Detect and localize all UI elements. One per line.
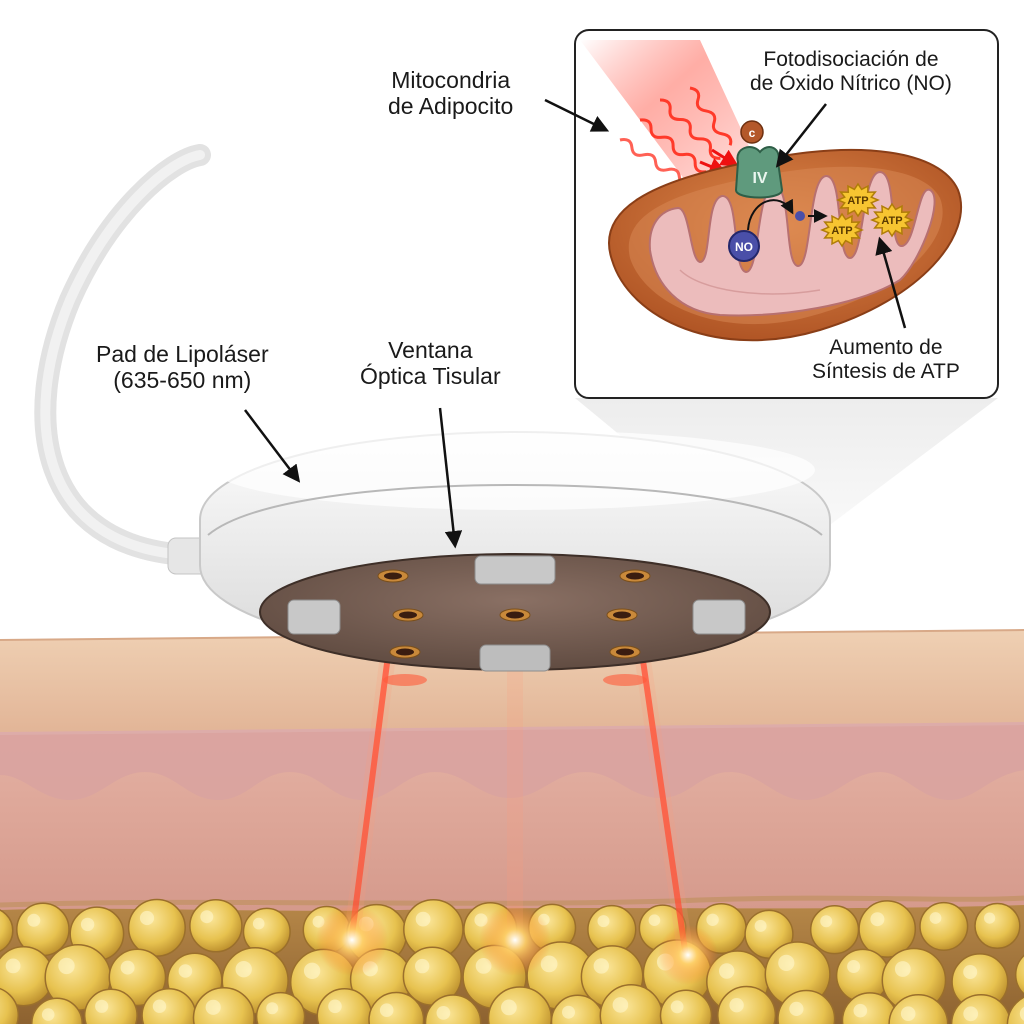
atp-molecules: ATP ATP ATP (820, 182, 914, 248)
label-optical-window-line1: Ventana (388, 337, 473, 363)
label-no-photodissociation: Fotodisociación de de Óxido Nítrico (NO) (750, 48, 952, 95)
adipocyte (0, 987, 20, 1024)
laser-beam-left (349, 637, 393, 938)
laser-hit-center (479, 904, 551, 976)
laser-diodes (377, 569, 651, 659)
adipocyte (809, 905, 860, 955)
atp-burst: ATP (836, 182, 880, 218)
laser-beam-right (637, 637, 688, 953)
adipocyte (368, 991, 425, 1024)
adipocyte (192, 986, 255, 1024)
label-atp-increase: Aumento de Síntesis de ATP (812, 336, 960, 383)
label-optical-window-line2: Óptica Tisular (360, 362, 501, 389)
adipocyte (919, 901, 969, 951)
adipocyte (189, 899, 243, 953)
atp-burst: ATP (870, 202, 914, 238)
adipocyte (83, 988, 138, 1024)
complex-iv-label: IV (752, 170, 767, 187)
arrow-window (438, 407, 463, 549)
adipocyte (0, 909, 14, 952)
adipocyte (717, 985, 777, 1024)
label-laser-pad: Pad de Lipoláser (635-650 nm) (96, 341, 269, 394)
label-mitochondria-line1: Mitocondria (391, 67, 511, 93)
label-laser-pad-line1: Pad de Lipoláser (96, 341, 269, 367)
complex-iv: IV (734, 146, 784, 199)
atp-label: ATP (881, 215, 902, 227)
adipocyte (1014, 954, 1024, 995)
mito-cristae (648, 170, 936, 317)
atp-label: ATP (831, 225, 852, 237)
adipocyte (255, 991, 306, 1024)
laser-pad-device (199, 430, 831, 672)
adipocyte (1006, 996, 1024, 1024)
atp-burst: ATP (820, 212, 864, 248)
atp-label: ATP (847, 195, 868, 207)
laser-hit-right (658, 925, 718, 985)
laser-beams (316, 637, 718, 985)
cytochrome-c-label: c (749, 126, 756, 140)
adipocyte (659, 989, 713, 1024)
no-molecule: NO (728, 198, 828, 262)
laser-hit-left (316, 904, 388, 976)
adipocyte (777, 989, 836, 1024)
arrow-pad (244, 409, 301, 483)
label-arrows (244, 98, 907, 549)
label-atp-increase-line1: Aumento de (829, 336, 943, 359)
cytochrome-c: c (740, 120, 764, 144)
label-optical-window: Ventana Óptica Tisular (360, 337, 501, 390)
arrow-mito (544, 98, 610, 132)
adipocyte (127, 898, 186, 957)
label-no-photodissociation-line1: Fotodisociación de (763, 48, 939, 71)
label-atp-increase-line2: Síntesis de ATP (812, 359, 960, 383)
label-mitochondria: Mitocondria de Adipocito (388, 67, 514, 120)
label-no-photodissociation-line2: de Óxido Nítrico (NO) (750, 71, 952, 95)
label-mitochondria-line2: de Adipocito (388, 92, 514, 119)
adipocyte (974, 902, 1021, 950)
no-label: NO (735, 240, 753, 254)
arrow-no-photo (775, 103, 827, 168)
label-laser-pad-line2: (635-650 nm) (113, 366, 252, 393)
arrow-atp (875, 236, 907, 329)
